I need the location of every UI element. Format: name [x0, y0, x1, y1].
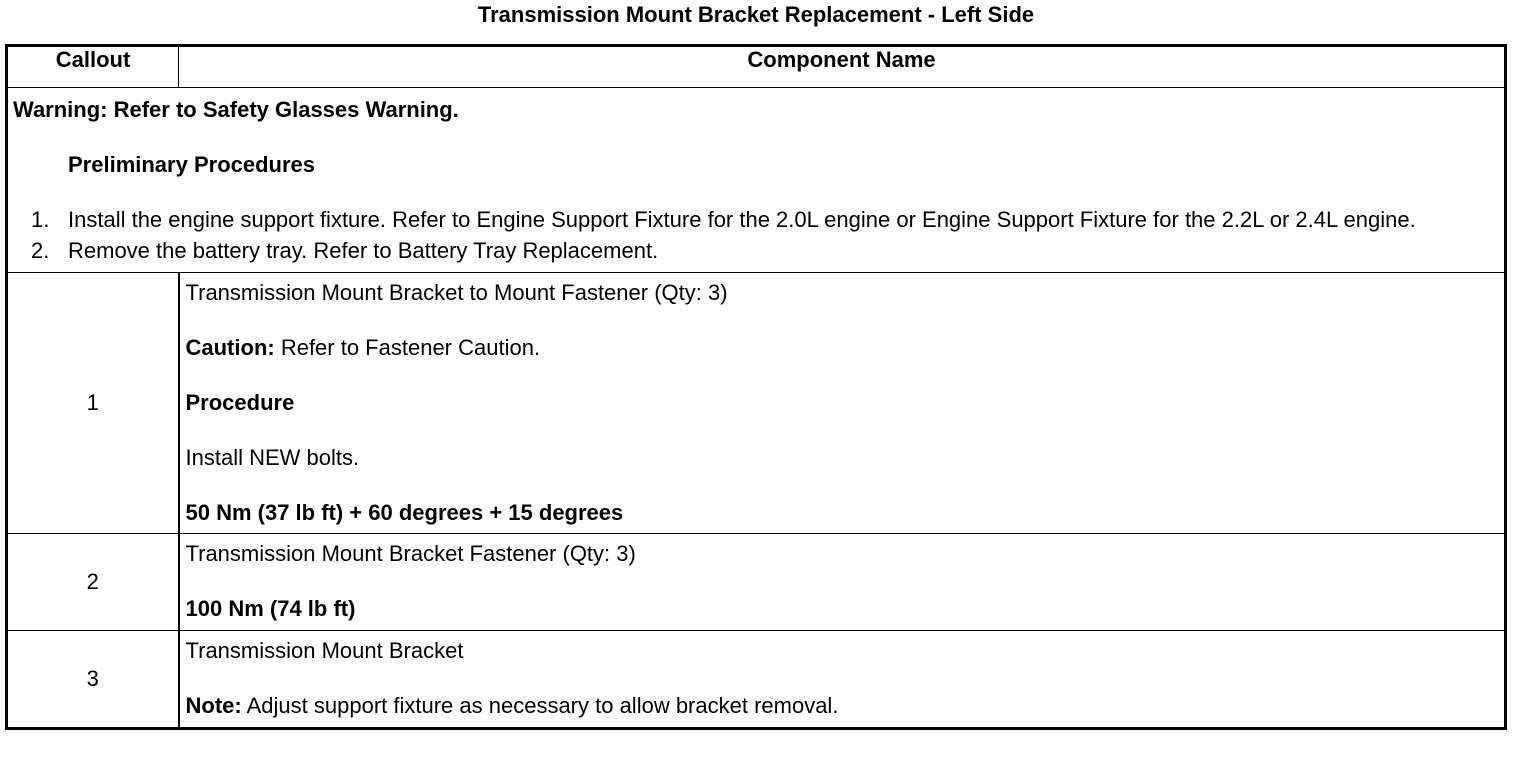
table-row: 3 Transmission Mount Bracket Note: Adjus… — [6, 630, 1506, 729]
table-header-row: Callout Component Name — [6, 45, 1506, 88]
component-cell: Transmission Mount Bracket Fastener (Qty… — [178, 533, 1506, 631]
step-text: Install the engine support fixture. Refe… — [68, 207, 1416, 232]
step-number: 2. — [31, 238, 50, 263]
table-row: 2 Transmission Mount Bracket Fastener (Q… — [6, 533, 1506, 631]
component-name: Transmission Mount Bracket to Mount Fast… — [185, 280, 728, 305]
step-text: Remove the battery tray. Refer to Batter… — [68, 238, 659, 263]
torque-spec: 50 Nm (37 lb ft) + 60 degrees + 15 degre… — [185, 500, 624, 525]
callout-number: 3 — [6, 630, 180, 729]
table-row: 1 Transmission Mount Bracket to Mount Fa… — [6, 272, 1506, 534]
preliminary-steps: 1. Install the engine support fixture. R… — [13, 204, 1498, 266]
caution-label: Caution: — [185, 335, 275, 360]
component-table: Callout Component Name Warning: Refer to… — [5, 44, 1507, 730]
procedure-heading: Procedure — [185, 390, 295, 415]
caution-text: Refer to Fastener Caution. — [274, 335, 541, 360]
instruction-text: Install NEW bolts. — [185, 445, 360, 470]
preliminary-row: Warning: Refer to Safety Glasses Warning… — [6, 87, 1506, 273]
torque-spec: 100 Nm (74 lb ft) — [185, 596, 356, 621]
callout-number: 2 — [6, 533, 180, 631]
list-item: 1. Install the engine support fixture. R… — [13, 204, 1498, 235]
preliminary-heading: Preliminary Procedures — [68, 152, 316, 177]
component-name: Transmission Mount Bracket — [185, 638, 464, 663]
page-title: Transmission Mount Bracket Replacement -… — [477, 2, 1035, 27]
caution-line: Caution: Refer to Fastener Caution. — [186, 332, 1499, 363]
note-label: Note: — [185, 693, 242, 718]
step-number: 1. — [31, 207, 50, 232]
preliminary-cell: Warning: Refer to Safety Glasses Warning… — [6, 87, 1506, 273]
component-cell: Transmission Mount Bracket to Mount Fast… — [178, 272, 1506, 534]
callout-header: Callout — [6, 45, 179, 88]
component-name: Transmission Mount Bracket Fastener (Qty… — [185, 541, 636, 566]
list-item: 2. Remove the battery tray. Refer to Bat… — [13, 235, 1498, 266]
callout-number: 1 — [6, 272, 180, 534]
note-line: Note: Adjust support fixture as necessar… — [186, 690, 1499, 721]
component-name-header: Component Name — [178, 45, 1506, 88]
component-cell: Transmission Mount Bracket Note: Adjust … — [178, 630, 1506, 729]
safety-warning: Warning: Refer to Safety Glasses Warning… — [13, 97, 459, 122]
note-text: Adjust support fixture as necessary to a… — [241, 693, 839, 718]
